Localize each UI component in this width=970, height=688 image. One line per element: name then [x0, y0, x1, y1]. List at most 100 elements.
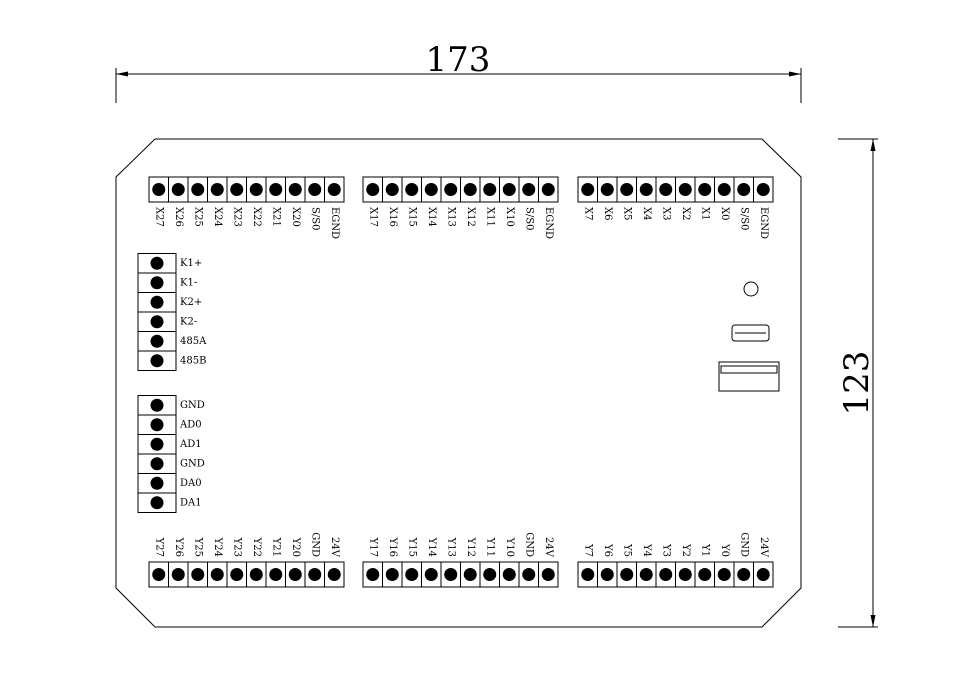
terminal-label: Y0 [719, 543, 730, 557]
terminal-screw [659, 183, 673, 196]
terminal-screw [717, 568, 731, 581]
terminal-label: X20 [290, 207, 301, 227]
terminal-screw [756, 568, 770, 581]
terminal-label: Y17 [367, 537, 378, 557]
terminal-screw [463, 183, 477, 196]
terminal-screw [150, 276, 164, 290]
width-arrow-right [789, 71, 801, 77]
terminal-screw [444, 183, 458, 196]
terminal-screw [756, 183, 770, 196]
terminal-screw [150, 354, 164, 368]
terminal-screw [483, 568, 497, 581]
width-value: 173 [426, 40, 491, 80]
terminal-label: X17 [367, 207, 378, 227]
terminal-screw [150, 256, 164, 270]
terminal-screw [327, 183, 341, 196]
terminal-screw [541, 568, 555, 581]
terminal-label: X22 [251, 207, 262, 227]
terminal-screw [737, 568, 751, 581]
terminal-screw [171, 183, 185, 196]
terminal-label: EGND [329, 207, 340, 239]
terminal-screw [502, 183, 516, 196]
terminal-screw [191, 183, 205, 196]
terminal-screw [366, 568, 380, 581]
terminal-screw [639, 568, 653, 581]
terminal-screw [737, 183, 751, 196]
terminal-screw [698, 568, 712, 581]
terminal-screw [288, 183, 302, 196]
terminal-label: X21 [270, 207, 281, 227]
terminal-screw [600, 568, 614, 581]
terminal-screw [678, 568, 692, 581]
terminal-screw [152, 183, 166, 196]
terminal-screw [424, 183, 438, 196]
terminal-label: Y22 [251, 537, 262, 557]
height-arrow-top [870, 139, 876, 151]
terminal-label: X3 [660, 207, 671, 220]
fuse-body [731, 324, 770, 342]
terminal-screw [150, 295, 164, 309]
terminal-label: Y26 [173, 537, 184, 557]
terminal-label: X23 [231, 207, 242, 227]
terminal-screw [210, 568, 224, 581]
usb-port-body [718, 361, 780, 392]
terminal-label: DA1 [180, 497, 202, 508]
height-dimension: 123 [837, 138, 878, 628]
fuse [731, 324, 770, 342]
height-value: 123 [837, 351, 877, 416]
terminal-label: GND [309, 532, 320, 557]
terminal-label: AD0 [179, 419, 202, 430]
terminal-screw [463, 568, 477, 581]
width-arrow-left [116, 71, 128, 77]
terminal-screw [639, 183, 653, 196]
terminal-label: X14 [426, 207, 437, 227]
terminal-label: S/S0 [523, 207, 534, 230]
terminal-screw [717, 183, 731, 196]
terminal-screw [483, 183, 497, 196]
terminal-label: Y20 [290, 537, 301, 557]
terminal-label: EGND [758, 207, 769, 239]
terminal-label: GND [738, 532, 749, 557]
terminal-screw [327, 568, 341, 581]
terminal-screw [230, 183, 244, 196]
terminal-label: 485A [180, 336, 207, 347]
terminal-screw [150, 315, 164, 329]
terminal-screw [269, 183, 283, 196]
terminal-screw [698, 183, 712, 196]
terminal-screw [522, 183, 536, 196]
terminal-screw [249, 568, 263, 581]
terminal-screw [581, 183, 595, 196]
terminal-label: Y12 [465, 537, 476, 557]
terminal-label: K1- [180, 277, 197, 288]
terminal-screw [230, 568, 244, 581]
terminal-label: Y24 [212, 537, 223, 557]
terminal-screw [385, 183, 399, 196]
terminal-screw [424, 568, 438, 581]
terminal-screw [150, 457, 164, 471]
terminal-label: X2 [680, 207, 691, 220]
terminal-label: X6 [602, 207, 613, 220]
terminal-screw [405, 183, 419, 196]
terminal-label: Y1 [699, 543, 710, 557]
terminal-label: GND [523, 532, 534, 557]
terminal-label: X12 [465, 207, 476, 227]
terminal-label: 485B [180, 355, 206, 366]
terminal-label: Y27 [153, 537, 164, 557]
terminal-screw [269, 568, 283, 581]
terminal-label: S/S0 [738, 207, 749, 230]
terminal-label: X10 [504, 207, 515, 227]
terminal-screw [150, 334, 164, 348]
terminal-label: Y21 [270, 537, 281, 557]
terminal-screw [502, 568, 516, 581]
terminal-screw [444, 568, 458, 581]
terminal-screw [678, 183, 692, 196]
terminal-label: 24V [329, 537, 340, 558]
